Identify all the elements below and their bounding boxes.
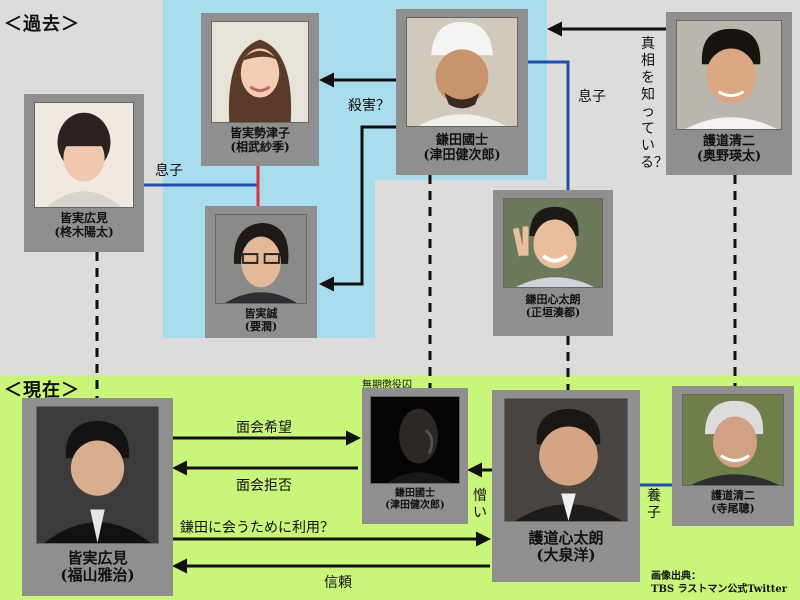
photo-seiji-past [676,20,782,130]
name-seiji-past: 護道清二 [702,134,755,149]
label-knows-truth: 真相を知っている？ [640,36,668,171]
past-section-label: ＜過去＞ [4,14,80,35]
murder-arrow-makoto [319,125,396,292]
card-hiromi-now[interactable]: 皆実広見 (福山雅治) [22,398,173,596]
name-seiji-now: 護道清二 [711,489,755,502]
photo-hiromi-young [34,102,134,208]
label-adopted: 養子 [647,488,661,521]
card-kokushi-past[interactable]: 鎌田國士 (津田健次郎) [396,9,528,175]
card-makoto[interactable]: 皆実誠 (要潤) [205,206,317,338]
card-hiromi-young[interactable]: 皆実広見 (柊木陽太) [24,94,144,252]
name-seiko: 皆実勢津子 [229,126,290,140]
card-shintaro-young[interactable]: 鎌田心太朗 (正垣湊都) [493,190,613,336]
card-shintaro-now[interactable]: 護道心太朗 (大泉洋) [492,390,640,582]
photo-shintaro-young [503,198,603,288]
photo-hiromi-now [36,406,159,544]
photo-seiko [211,21,309,123]
actor-seiji-past: (奥野瑛太) [696,148,762,164]
actor-kokushi-now: (津田健次郎) [385,499,445,511]
photo-shintaro-now [504,398,628,522]
name-hiromi-young: 皆実広見 [59,211,108,225]
shintaro-son-line [528,60,570,190]
name-kokushi-past: 鎌田國士 [435,133,488,148]
actor-makoto: (要潤) [244,319,278,333]
label-hate: 憎い [473,488,487,521]
actor-hiromi-now: (福山雅治) [60,566,135,585]
card-seiji-past[interactable]: 護道清二 (奥野瑛太) [666,12,792,175]
name-shintaro-now: 護道心太朗 [528,529,604,547]
name-makoto: 皆実誠 [244,307,278,320]
label-son-left: 息子 [155,163,183,179]
name-kokushi-now: 鎌田國士 [395,488,435,499]
card-seiko[interactable]: 皆実勢津子 (相武紗季) [201,13,319,166]
credit-line2: TBS ラストマン公式Twitter [651,584,788,595]
actor-shintaro-young: (正垣湊都) [525,305,581,319]
label-murder: 殺害？ [348,98,390,114]
label-visit-request: 面会希望 [236,420,292,436]
tag-life-prisoner: 無期懲役囚 [362,380,412,391]
credit-line1: 画像出典： [651,571,701,582]
actor-seiko: (相武紗季) [230,139,290,154]
label-use-to-meet: 鎌田に会うために利用？ [180,520,334,536]
image-credit: 画像出典： TBS ラストマン公式Twitter [651,570,787,596]
label-son-right: 息子 [578,89,606,105]
present-section-label: ＜現在＞ [4,380,80,401]
photo-kokushi-past [406,17,518,127]
name-shintaro-young: 鎌田心太朗 [525,293,581,306]
actor-shintaro-now: (大泉洋) [536,546,596,565]
card-kokushi-now[interactable]: 鎌田國士 (津田健次郎) [362,388,468,524]
actor-hiromi-young: (柊木陽太) [54,224,114,239]
actor-kokushi-past: (津田健次郎) [423,147,501,163]
label-trust: 信頼 [324,575,352,591]
name-hiromi-now: 皆実広見 [67,549,128,567]
card-seiji-now[interactable]: 護道清二 (寺尾聰) [672,386,794,526]
photo-seiji-now [682,394,784,486]
actor-seiji-now: (寺尾聰) [711,501,755,515]
photo-kokushi-now [370,396,460,484]
label-visit-refused: 面会拒否 [236,478,292,494]
photo-makoto [215,214,307,304]
